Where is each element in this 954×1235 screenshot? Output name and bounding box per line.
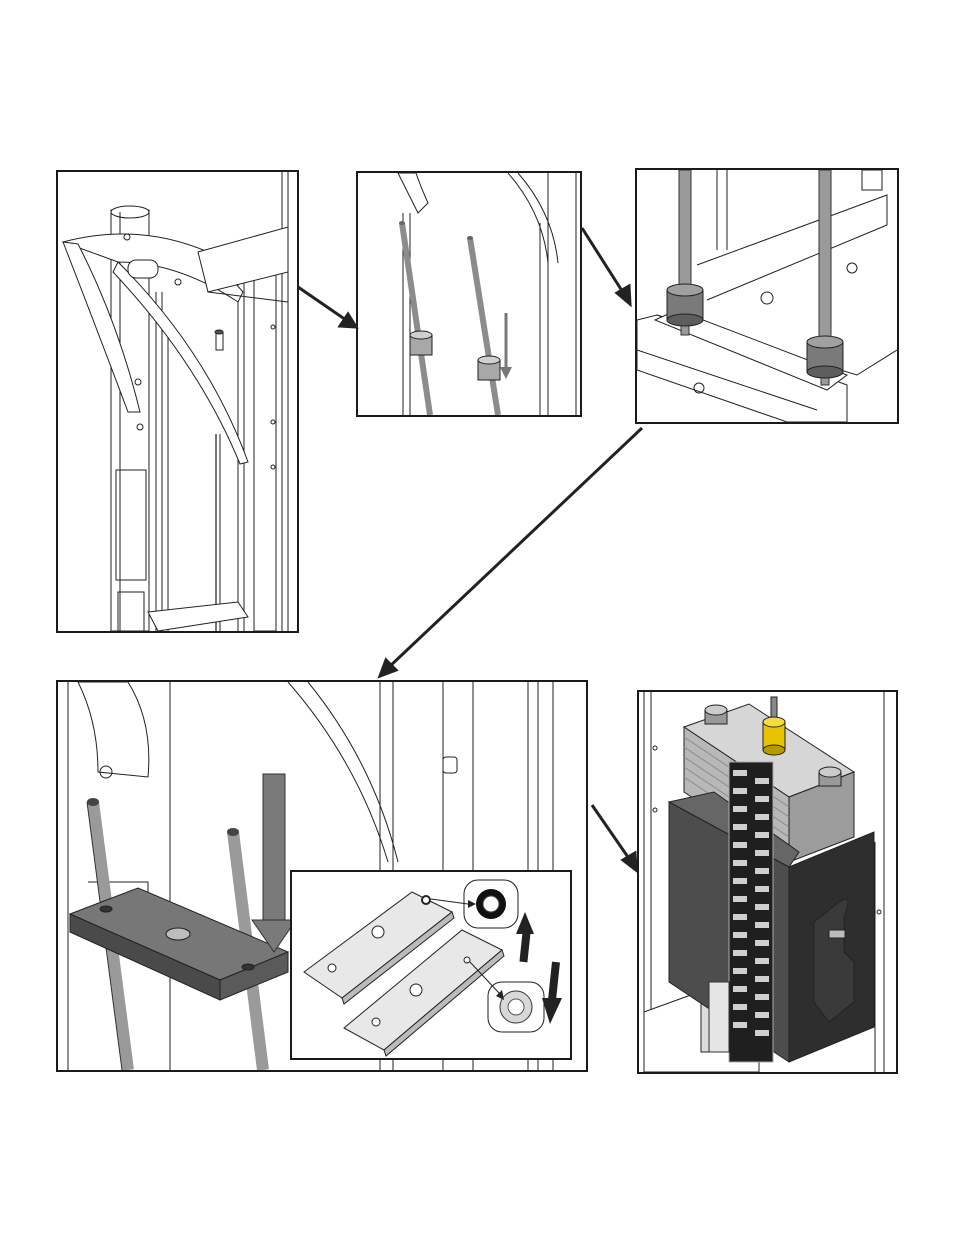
arrow-p3-to-p4 bbox=[377, 426, 644, 679]
up-arrow-icon bbox=[516, 912, 534, 963]
rod-caps bbox=[704, 704, 842, 787]
arrow-p1-to-p2 bbox=[297, 285, 359, 329]
callout-bottom bbox=[469, 961, 545, 1033]
stack-drawing bbox=[643, 692, 885, 1072]
panel-weight-stack bbox=[637, 690, 898, 1074]
callout-top bbox=[430, 879, 519, 929]
arrow-p4-to-p5 bbox=[590, 804, 638, 874]
guide-rods bbox=[399, 221, 501, 415]
arrow-p2-to-p3 bbox=[580, 227, 632, 308]
plate-number-strip bbox=[728, 761, 774, 1063]
down-arrow-icon bbox=[251, 773, 297, 953]
base-drawing bbox=[637, 170, 897, 422]
down-arrow-icon bbox=[500, 313, 512, 379]
frame-drawing bbox=[61, 172, 289, 631]
selector-collar bbox=[762, 696, 786, 756]
down-arrow-icon bbox=[542, 961, 562, 1024]
panel-frame bbox=[56, 170, 299, 633]
inset-drawing bbox=[303, 879, 562, 1057]
bumpers bbox=[666, 283, 844, 379]
bumpers bbox=[409, 330, 501, 381]
top-plate bbox=[68, 887, 290, 1001]
panel-bumpers-base bbox=[635, 168, 899, 424]
panel-rods-bumpers bbox=[356, 171, 582, 417]
selector-cam bbox=[813, 898, 855, 1023]
rods-drawing bbox=[397, 173, 577, 415]
inset-plates-detail bbox=[290, 870, 572, 1060]
